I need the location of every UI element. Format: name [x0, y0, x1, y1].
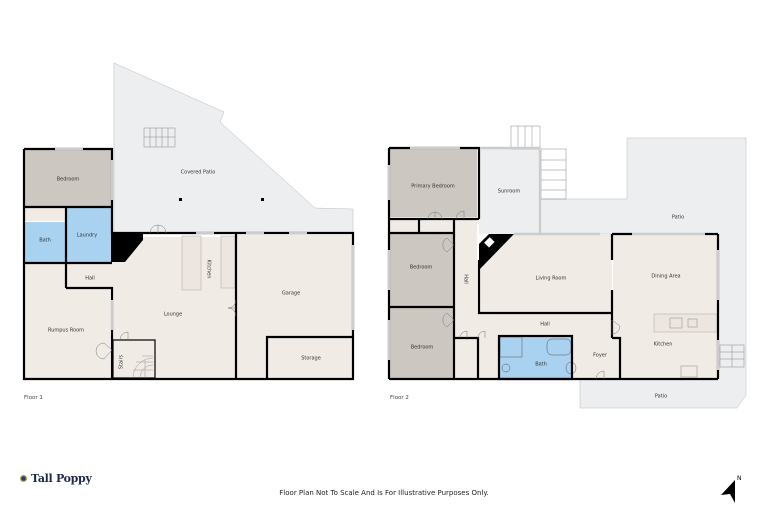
sink-icon	[687, 318, 698, 328]
covered-patio-area	[113, 62, 354, 234]
room-label-living-room: Living Room	[536, 276, 567, 282]
bedroom-a-area	[390, 234, 454, 306]
room-label-storage: Storage	[301, 356, 321, 362]
floor-1-windows	[55, 147, 355, 330]
room-label-primary-bedroom: Primary Bedroom	[411, 184, 455, 190]
spiral-stairs-icon	[132, 355, 154, 379]
room-label-kitchen: Kitchen	[654, 342, 673, 348]
room-label-bath: Bath	[39, 238, 51, 244]
room-label-dining-area: Dining Area	[651, 274, 680, 280]
room-label-hall-horizontal: Hall	[540, 322, 550, 328]
fireplace-block	[111, 233, 143, 262]
room-label-foyer: Foyer	[593, 353, 608, 359]
floor-1-label: Floor 1	[24, 395, 43, 401]
floor-2-windows	[387, 146, 720, 370]
closet-area	[390, 219, 454, 232]
closet-area	[25, 207, 65, 221]
living-room-area	[479, 234, 612, 313]
bedroom-area	[25, 150, 111, 207]
room-label-stairs: Stairs	[119, 354, 125, 369]
floor-2-label: Floor 2	[390, 395, 409, 401]
room-label-lounge: Lounge	[164, 312, 182, 318]
sink-icon	[501, 363, 511, 373]
room-label-covered-patio: Covered Patio	[181, 170, 216, 176]
kitchen-island	[181, 235, 202, 291]
room-label-bedroom-b: Bedroom	[411, 345, 434, 351]
primary-bedroom-area	[390, 149, 477, 217]
room-label-patio-bottom: Patio	[655, 394, 667, 400]
laundry-area	[67, 207, 111, 262]
room-label-hall-vertical: Hall	[463, 274, 469, 284]
foyer-area	[573, 336, 613, 378]
fireplace-insert	[483, 236, 495, 248]
patio-stairs-icon	[143, 127, 176, 148]
floor-1-plan: Bedroom Covered Patio Bath Laundry Hall …	[22, 62, 355, 381]
room-label-garage: Garage	[282, 291, 300, 297]
north-label: N	[737, 475, 742, 482]
sunroom-area	[479, 149, 540, 234]
room-label-bedroom: Bedroom	[57, 177, 80, 183]
room-label-bedroom-a: Bedroom	[410, 265, 433, 271]
bedroom-b-area	[390, 308, 454, 378]
patio-post	[261, 198, 264, 201]
room-label-patio-top: Patio	[672, 215, 684, 221]
room-label-sunroom: Sunroom	[498, 189, 521, 195]
brand-name: Tall Poppy	[31, 472, 92, 485]
kitchen-counter	[220, 235, 236, 289]
kitchen-island	[653, 313, 718, 333]
sink-icon	[669, 317, 683, 329]
room-label-rumpus-room: Rumpus Room	[48, 328, 84, 334]
floor-1-walls	[22, 147, 355, 381]
floor-1-doors	[95, 224, 237, 360]
room-label-laundry: Laundry	[77, 233, 97, 239]
bath-area	[25, 222, 66, 262]
disclaimer-text: Floor Plan Not To Scale And Is For Illus…	[279, 489, 489, 497]
room-label-kitchen: Kitchen	[206, 260, 212, 279]
floor-2-plan: Primary Bedroom Sunroom Patio Bedroom Ha…	[387, 125, 747, 409]
north-arrow-icon: N	[721, 475, 742, 503]
floor-2-doors	[427, 210, 621, 380]
poppy-icon	[20, 475, 27, 482]
dining-kitchen-area	[613, 234, 718, 378]
room-label-hall: Hall	[85, 276, 95, 282]
room-label-bath: Bath	[535, 362, 547, 368]
stove-icon	[680, 365, 698, 378]
storage-area	[268, 338, 353, 378]
brand-logo: Tall Poppy	[20, 472, 92, 485]
patio-post	[179, 198, 182, 201]
